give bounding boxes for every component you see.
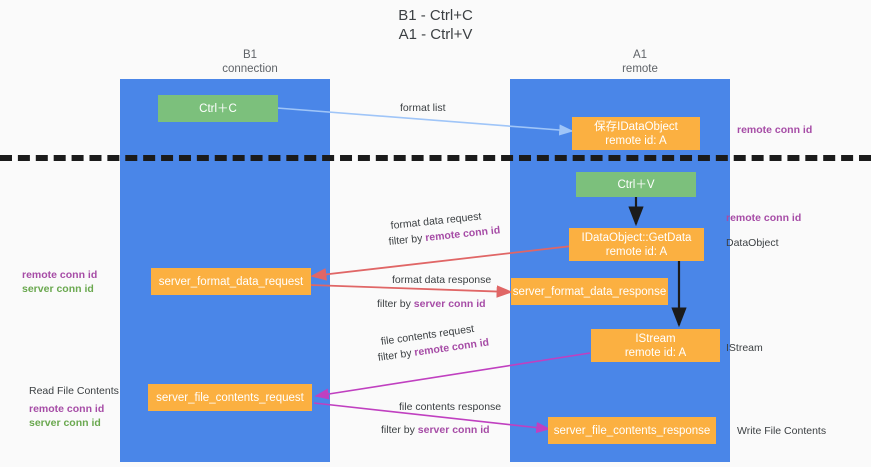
node-save-idataobject[interactable]: 保存IDataObject remote id: A [572,117,700,150]
arrow-format-data-request [310,245,573,281]
left-label-remote-conn-id-mid: remote conn id [22,269,98,281]
key-server-conn-id: server conn id [417,424,490,436]
key-server-conn-id: server conn id [413,298,486,310]
left-label-server-conn-id-bottom: server conn id [29,417,101,429]
filter-by-prefix: filter by [381,424,418,436]
column-header-a1: A1 remote [622,49,658,75]
node-server-format-data-response[interactable]: server_format_data_response [511,278,668,305]
node-server-format-data-request[interactable]: server_format_data_request [151,268,311,295]
node-istream[interactable]: IStream remote id: A [591,329,720,362]
node-server-file-contents-request[interactable]: server_file_contents_request [148,384,312,411]
node-ctrl-v[interactable]: Ctrl＋V [576,172,696,197]
right-label-istream: IStream [726,342,763,354]
arrow-file-contents-response [313,402,551,434]
edge-label-file-contents-response-line1: file contents response [399,401,502,413]
edge-label-format-data-response-line2: filter by server conn id [377,297,486,311]
phase-divider [0,155,871,161]
node-server-file-contents-response[interactable]: server_file_contents_response [548,417,716,444]
left-label-read-file-contents: Read File Contents [29,385,119,397]
right-label-remote-conn-id-top: remote conn id [737,124,813,136]
arrow-format-list [276,107,574,136]
edge-label-format-list: format list [400,102,446,114]
arrow-file-contents-request [314,352,591,400]
page-title: B1 - Ctrl+C A1 - Ctrl+V [398,7,473,43]
filter-by-prefix: filter by [377,298,414,310]
edge-label-file-contents-response-line2: filter by server conn id [381,423,490,437]
edge-label-format-data-response-line1: format data response [392,274,492,286]
arrow-format-data-response [309,284,513,298]
right-label-remote-conn-id-mid: remote conn id [726,212,802,224]
left-label-server-conn-id-mid: server conn id [22,283,94,295]
filter-by-prefix: filter by [388,232,426,248]
right-label-dataobject: DataObject [726,237,779,249]
left-label-remote-conn-id-bottom: remote conn id [29,403,105,415]
node-idataobject-getdata[interactable]: IDataObject::GetData remote id: A [569,228,704,261]
node-ctrl-c[interactable]: Ctrl＋C [158,95,278,122]
right-label-write-file-contents: Write File Contents [737,425,827,437]
column-header-b1: B1 connection [222,49,278,75]
